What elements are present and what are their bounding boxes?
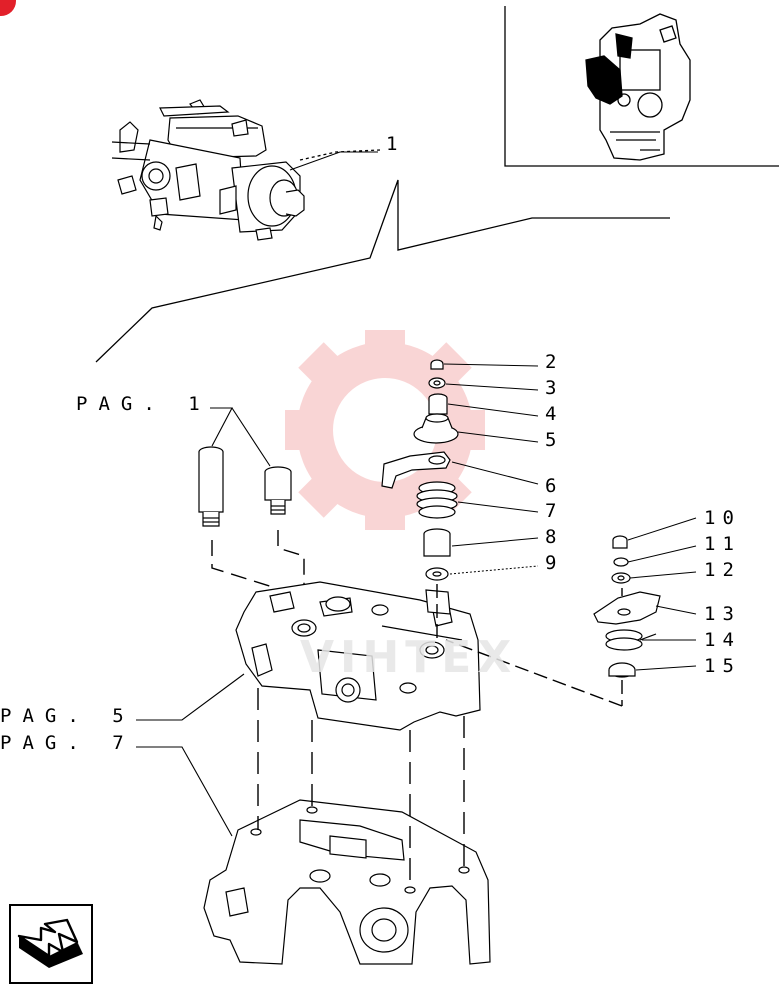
callout-3: 3 — [545, 377, 564, 399]
callout-15: 15 — [704, 655, 741, 677]
stud-left — [198, 446, 224, 527]
callout-2: 2 — [545, 351, 564, 373]
pag-5-7-leaders — [136, 673, 245, 837]
governor-cover — [235, 581, 481, 731]
callout-12: 12 — [704, 559, 741, 581]
assembly-connector-lines — [95, 149, 670, 363]
engine-location-inset — [504, 6, 779, 167]
callout-6: 6 — [545, 475, 564, 497]
page-ref-pag-7[interactable]: PAG. 7 — [0, 732, 135, 754]
return-button[interactable] — [9, 904, 93, 984]
stud-right — [264, 466, 292, 515]
callout-5: 5 — [545, 429, 564, 451]
callout-4: 4 — [545, 403, 564, 425]
callout-13: 13 — [704, 603, 741, 625]
callout-14: 14 — [704, 629, 741, 651]
callout-10: 10 — [704, 507, 741, 529]
callout-9: 9 — [545, 552, 564, 574]
callout-11: 11 — [704, 533, 741, 555]
exploded-parts-center — [381, 359, 459, 615]
callout-1: 1 — [386, 133, 405, 155]
right-dash — [445, 588, 623, 707]
return-arrow-icon — [17, 918, 83, 968]
watermark-text: VIHTEX — [300, 632, 517, 683]
injection-pump-illustration — [111, 99, 305, 241]
callout-leaders — [289, 151, 697, 671]
alignment-dash-lines — [257, 688, 465, 890]
pag-1-leaders — [210, 407, 271, 467]
callout-8: 8 — [545, 526, 564, 548]
callout-7: 7 — [545, 500, 564, 522]
stud-dash-lines — [211, 530, 305, 600]
page-ref-pag-1[interactable]: PAG. 1 — [76, 393, 211, 415]
exploded-parts-right — [593, 535, 661, 678]
pump-body-lower — [203, 799, 491, 965]
page-ref-pag-5[interactable]: PAG. 5 — [0, 705, 135, 727]
